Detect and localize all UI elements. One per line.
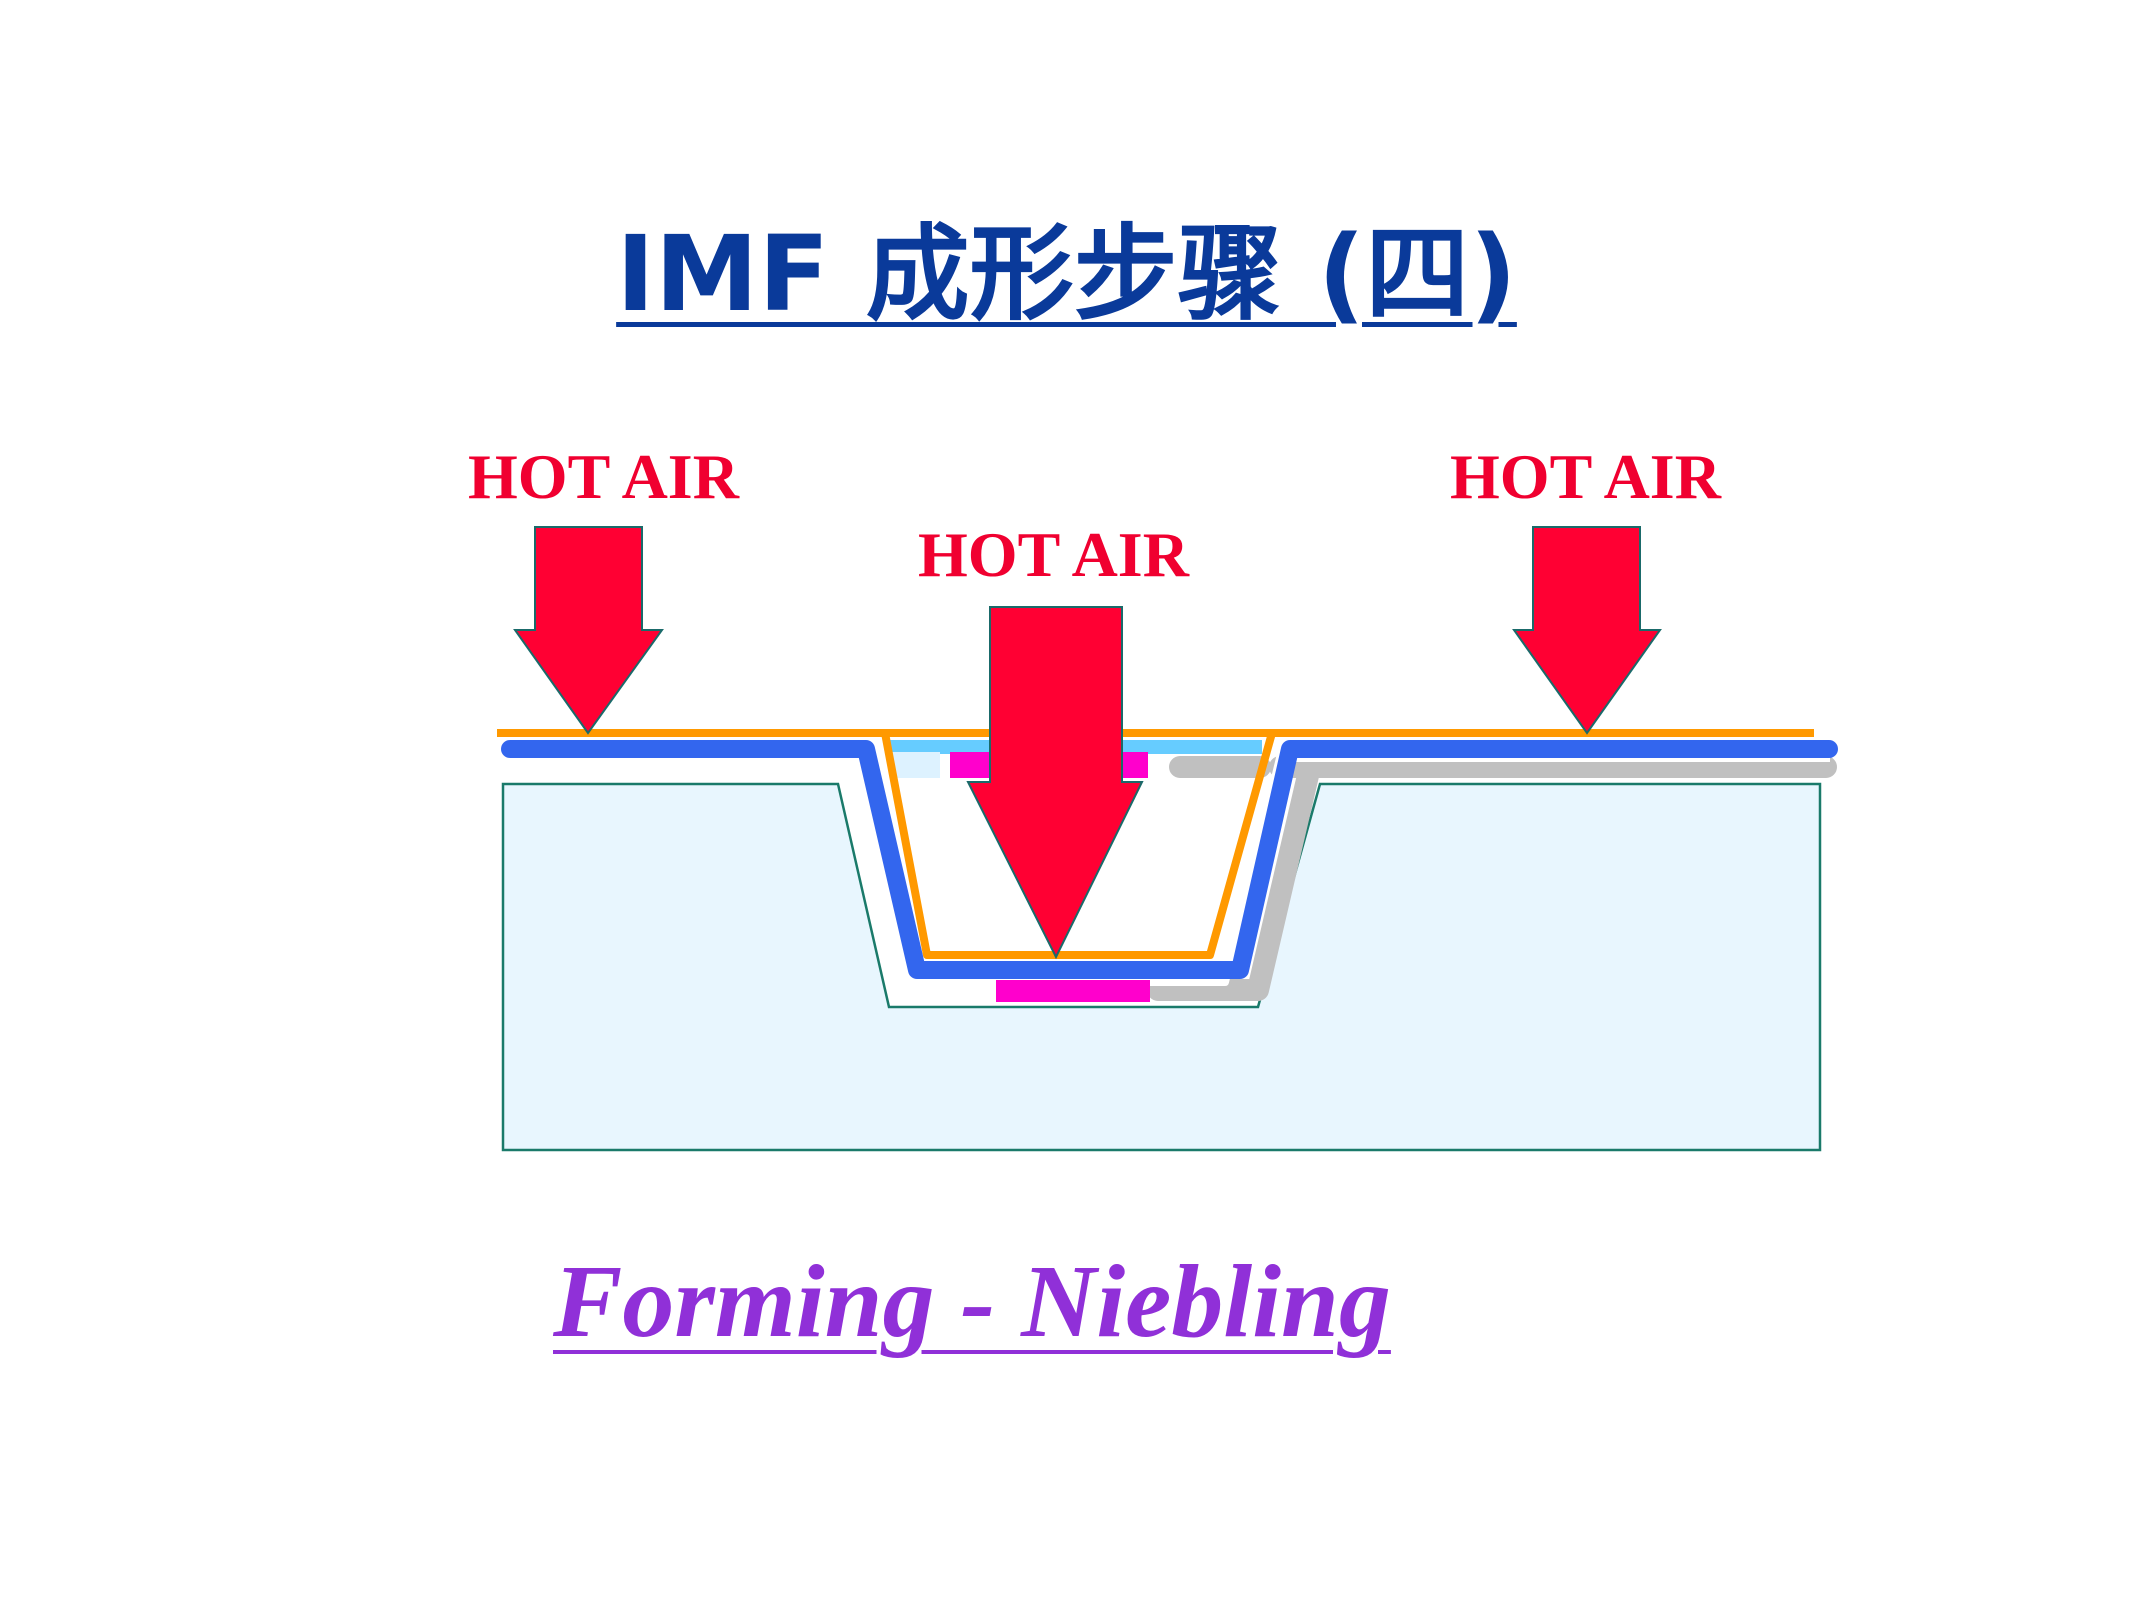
orange-film-layer: [497, 729, 1814, 959]
hot-air-arrow-right: [1512, 526, 1662, 735]
blue-film-layer: [501, 740, 1838, 979]
page-title-text: IMF 成形步骤 (四): [616, 213, 1517, 335]
caption: Forming - Niebling: [553, 1250, 1391, 1354]
caption-text: Forming - Niebling: [553, 1244, 1391, 1359]
gray-film-layer: [1147, 756, 1837, 1001]
hot-air-arrow-left: [513, 526, 664, 735]
page-title: IMF 成形步骤 (四): [0, 222, 2133, 326]
hot-air-arrow-center: [966, 606, 1144, 960]
hot-air-label-center: HOT AIR: [918, 519, 1189, 590]
mold-block: [501, 782, 1822, 1152]
hot-air-label-left: HOT AIR: [468, 441, 739, 512]
hot-air-label-right: HOT AIR: [1450, 441, 1721, 512]
light-blue-ink-top-left: [890, 752, 940, 778]
magenta-ink-bottom: [996, 980, 1150, 1002]
